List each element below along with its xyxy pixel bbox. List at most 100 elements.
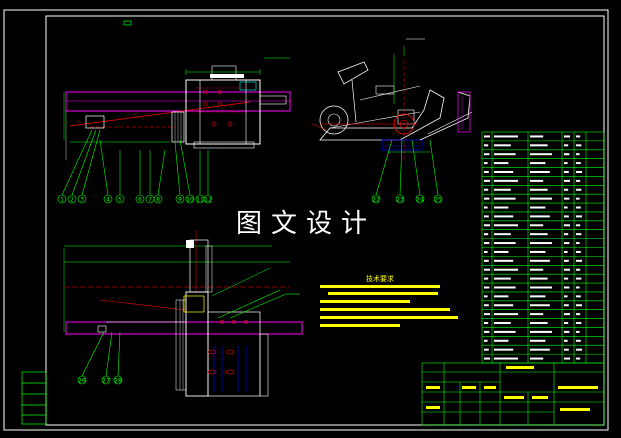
bom-cell-text — [494, 348, 514, 351]
bom-cell-text — [530, 250, 546, 253]
bom-cell-text — [494, 233, 511, 236]
title-block — [421, 362, 605, 426]
bom-cell-text — [576, 144, 582, 147]
bom-cell-text — [484, 197, 490, 200]
balloon-23 — [395, 194, 405, 204]
bom-cell-text — [494, 170, 514, 173]
bom-cell-text — [564, 135, 570, 138]
bom-cell-text — [564, 304, 569, 307]
bom-cell-text — [530, 179, 544, 182]
bom-cell-text — [494, 277, 511, 280]
bom-cell-text — [484, 135, 490, 138]
bom-cell-text — [484, 188, 489, 191]
bom-cell-text — [576, 224, 581, 227]
bom-cell-text — [530, 348, 550, 351]
bom-cell-text — [484, 170, 489, 173]
bom-cell-text — [576, 135, 581, 138]
balloon-label-1: 1 — [60, 196, 64, 203]
bom-cell-text — [494, 153, 516, 156]
bom-cell-text — [564, 242, 570, 245]
bom-cell-text — [564, 348, 569, 351]
front-view-top — [63, 57, 291, 160]
bom-cell-text — [530, 153, 552, 156]
plan-view — [63, 230, 303, 397]
bom-cell-text — [494, 224, 518, 227]
bom-cell-text — [576, 188, 582, 191]
balloon-label-25: 25 — [434, 196, 442, 203]
bom-cell-text — [564, 250, 568, 253]
bom-cell-text — [576, 295, 581, 298]
bom-cell-text — [530, 304, 550, 307]
bom-cell-text — [564, 286, 570, 289]
bom-cell-text — [564, 162, 568, 165]
bom-cell-text — [484, 286, 490, 289]
bom-cell-text — [576, 197, 580, 200]
bom-cell-text — [484, 295, 488, 298]
bom-cell-text — [484, 313, 490, 316]
bom-cell-text — [564, 144, 569, 147]
balloon-label-27: 27 — [102, 377, 110, 384]
bom-cell-text — [564, 153, 570, 156]
bom-cell-text — [494, 242, 516, 245]
bom-cell-text — [494, 286, 516, 289]
bom-cell-text — [564, 357, 570, 360]
bom-cell-text — [484, 242, 490, 245]
balloon-label-28: 28 — [114, 377, 122, 384]
bom-cell-text — [494, 135, 518, 138]
balloon-22 — [371, 194, 381, 204]
bom-cell-text — [576, 277, 582, 280]
leaders-view2 — [375, 139, 439, 196]
bom-cell-text — [484, 330, 490, 333]
bom-cell-text — [564, 313, 570, 316]
balloon-label-8: 8 — [156, 196, 160, 203]
bom-cell-text — [576, 313, 581, 316]
bom-cell-text — [494, 295, 509, 298]
tech-notes — [320, 285, 458, 327]
balloon-label-24: 24 — [416, 196, 424, 203]
bom-cell-text — [530, 197, 552, 200]
balloon-1 — [57, 194, 67, 204]
bom-cell-text — [530, 322, 548, 325]
bom-cell-text — [494, 259, 514, 262]
bom-cell-text — [576, 162, 581, 165]
bom-cell-text — [576, 268, 581, 271]
bom-cell-text — [494, 330, 516, 333]
bom-cell-text — [484, 304, 489, 307]
balloon-label-10: 10 — [186, 196, 194, 203]
bom-cell-text — [484, 162, 488, 165]
bom-cell-text — [494, 357, 518, 360]
bom-cell-text — [530, 259, 550, 262]
bom-cell-text — [530, 357, 544, 360]
bom-cell-text — [484, 277, 489, 280]
bom-cell-text — [576, 322, 582, 325]
bom-cell-text — [564, 330, 570, 333]
bom-cell-text — [576, 233, 582, 236]
bom-cell-text — [494, 179, 518, 182]
bom-cell-text — [576, 206, 581, 209]
bom-cell-text — [564, 233, 569, 236]
bom-cell-text — [484, 144, 489, 147]
bom-cell-text — [576, 259, 582, 262]
bom-cell-text — [484, 206, 488, 209]
bom-cell-text — [564, 197, 570, 200]
bom-cell-text — [530, 339, 546, 342]
bom-cell-text — [564, 259, 569, 262]
balloon-label-11: 11 — [196, 196, 204, 203]
balloon-label-12: 12 — [204, 196, 212, 203]
bom-cell-text — [564, 188, 569, 191]
bom-cell-text — [576, 339, 581, 342]
bom-cell-text — [576, 348, 582, 351]
watermark-text: 图文设计 — [236, 209, 377, 239]
bom-cell-text — [530, 233, 548, 236]
balloon-label-6: 6 — [138, 196, 142, 203]
bom-cell-text — [494, 188, 511, 191]
balloon-10 — [185, 194, 195, 204]
bom-cell-text — [484, 215, 489, 218]
bom-cell-text — [576, 304, 582, 307]
bom-cell-text — [494, 197, 516, 200]
balloon-label-22: 22 — [372, 196, 380, 203]
bom-cell-text — [564, 277, 569, 280]
